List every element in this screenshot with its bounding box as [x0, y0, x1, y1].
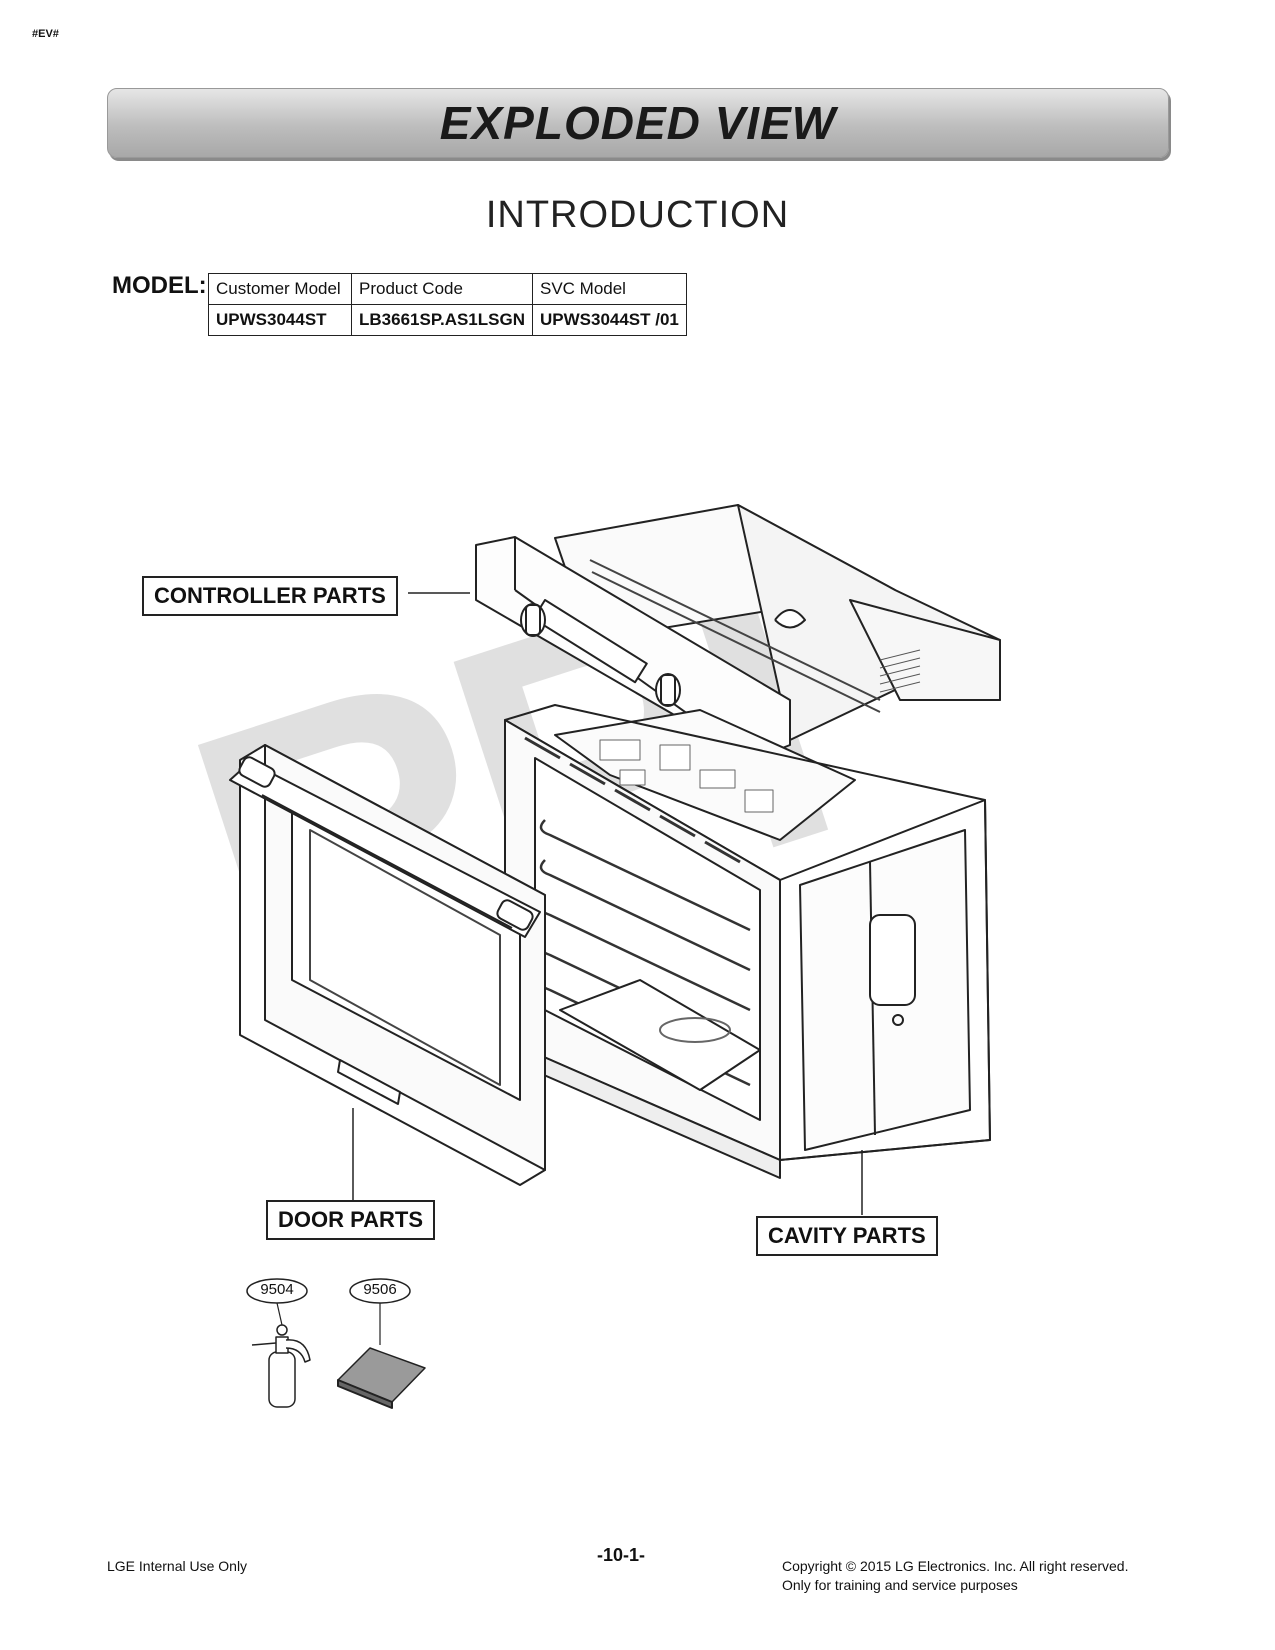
- controller-assembly-drawing: [475, 504, 1001, 761]
- model-table: Customer Model Product Code SVC Model UP…: [208, 273, 687, 336]
- model-table-header-row: Customer Model Product Code SVC Model: [208, 273, 687, 305]
- door-parts-label[interactable]: DOOR PARTS: [266, 1200, 436, 1240]
- page-number: -10-1-: [597, 1545, 646, 1565]
- spray-bottle-icon: [251, 1324, 311, 1408]
- part-number-9504: 9504: [260, 1281, 294, 1298]
- value-svc-model: UPWS3044ST /01: [531, 304, 687, 336]
- cavity-parts-label[interactable]: CAVITY PARTS: [756, 1216, 938, 1256]
- footer-training-note: Only for training and service purposes: [782, 1577, 1018, 1593]
- footer-internal-use: LGE Internal Use Only: [107, 1558, 248, 1574]
- banner-title: EXPLODED VIEW: [439, 97, 837, 149]
- value-product-code: LB3661SP.AS1LSGN: [351, 304, 533, 336]
- header-svc-model: SVC Model: [531, 273, 687, 305]
- section-subtitle: INTRODUCTION: [485, 194, 790, 236]
- controller-parts-label[interactable]: CONTROLLER PARTS: [142, 576, 398, 616]
- model-table-value-row: UPWS3044ST LB3661SP.AS1LSGN UPWS3044ST /…: [208, 304, 687, 336]
- cavity-assembly-drawing: [504, 704, 991, 1179]
- cleaning-pad-icon: [337, 1347, 426, 1409]
- header-customer-model: Customer Model: [208, 273, 352, 305]
- model-label: MODEL:: [112, 272, 207, 299]
- value-customer-model: UPWS3044ST: [208, 304, 352, 336]
- title-banner: EXPLODED VIEW: [107, 88, 1169, 158]
- door-assembly-drawing: [229, 744, 546, 1186]
- document-tag: #EV#: [32, 28, 59, 40]
- part-number-9506: 9506: [363, 1281, 397, 1298]
- footer-copyright: Copyright © 2015 LG Electronics. Inc. Al…: [782, 1558, 1129, 1574]
